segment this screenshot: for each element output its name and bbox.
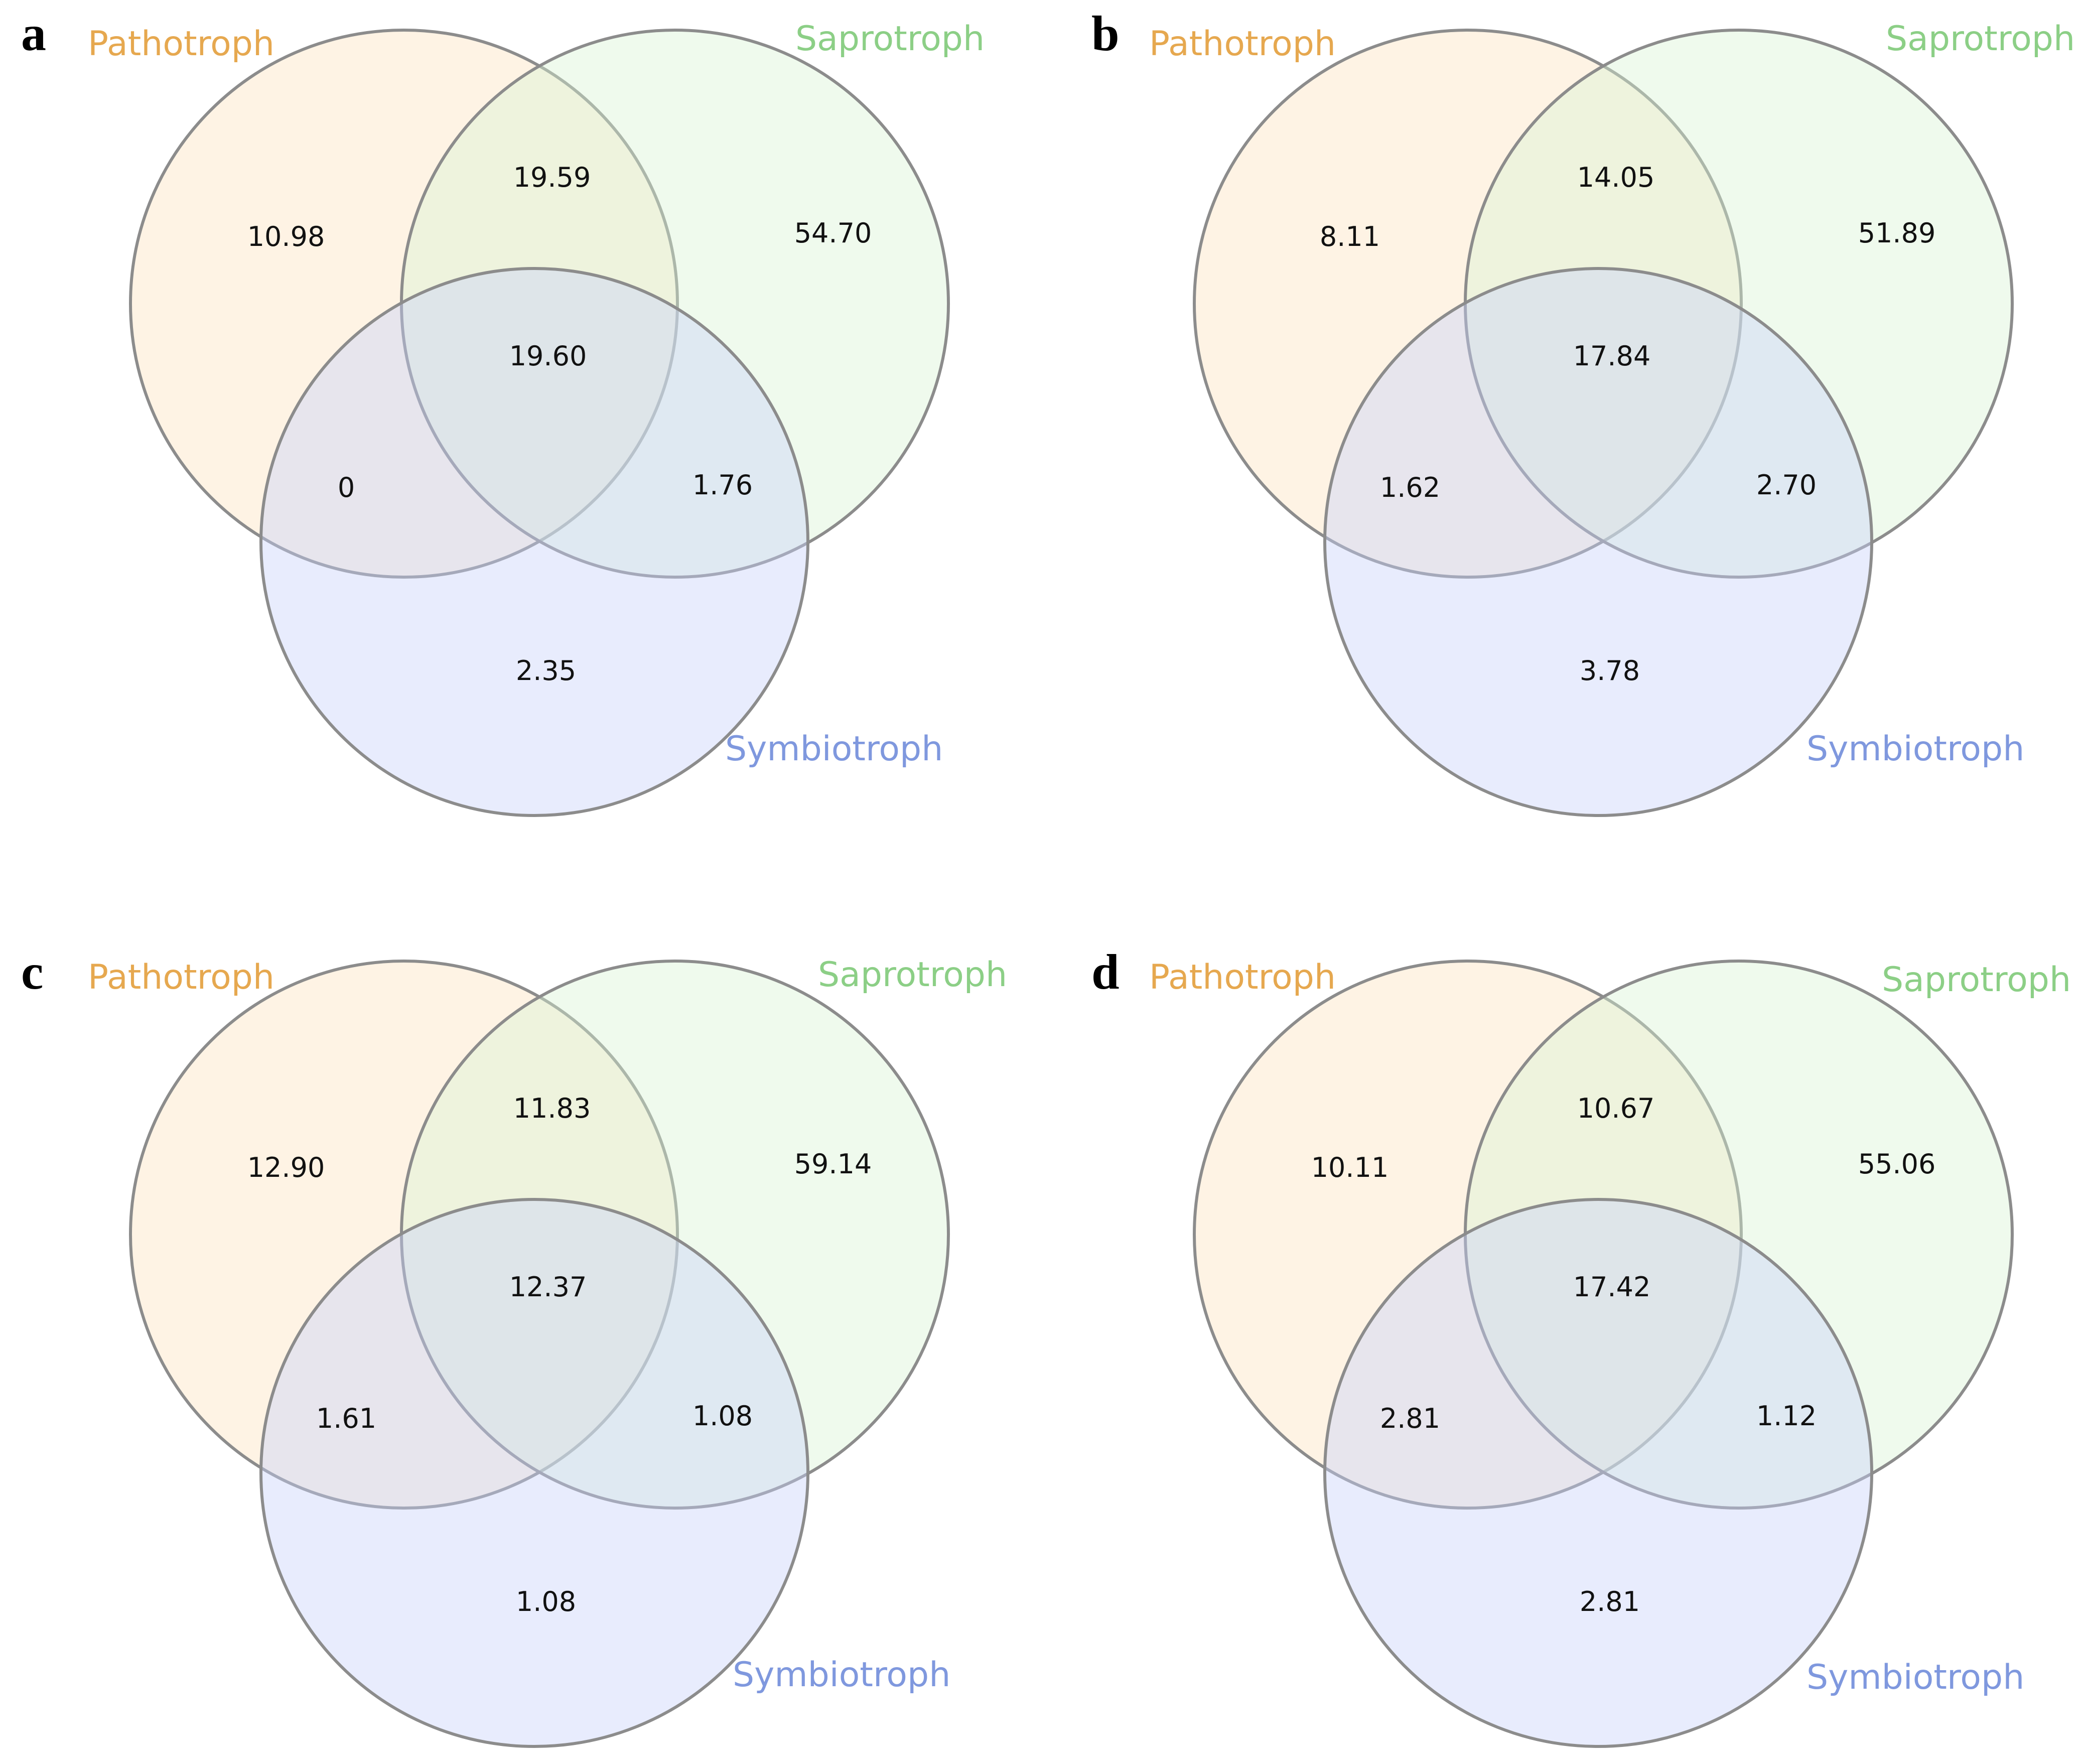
label-symbiotroph: Symbiotroph [725, 729, 943, 769]
circle-pathotroph [129, 960, 679, 1510]
value-saprotroph-only: 51.89 [1858, 217, 1936, 249]
value-saprotroph-symbiotroph: 1.76 [692, 469, 753, 501]
circle-pathotroph [1193, 29, 1743, 579]
value-saprotroph-only: 55.06 [1858, 1148, 1936, 1180]
label-saprotroph: Saprotroph [1886, 19, 2075, 59]
circle-symbiotroph [259, 267, 809, 817]
circle-symbiotroph [259, 1198, 809, 1748]
circle-symbiotroph [1323, 267, 1873, 817]
value-pathotroph-only: 10.11 [1311, 1152, 1389, 1183]
value-saprotroph-symbiotroph: 1.12 [1756, 1400, 1817, 1432]
label-saprotroph: Saprotroph [818, 955, 1007, 995]
value-pathotroph-symbiotroph: 0 [338, 472, 355, 503]
value-all-three: 17.42 [1573, 1271, 1651, 1303]
value-saprotroph-only: 54.70 [794, 217, 872, 249]
value-pathotroph-symbiotroph: 1.62 [1380, 472, 1440, 503]
value-all-three: 17.84 [1573, 340, 1651, 372]
value-pathotroph-saprotroph: 10.67 [1577, 1093, 1655, 1124]
circle-symbiotroph [1323, 1198, 1873, 1748]
value-pathotroph-symbiotroph: 1.61 [316, 1403, 376, 1434]
value-all-three: 12.37 [509, 1271, 587, 1303]
value-all-three: 19.60 [509, 340, 587, 372]
label-saprotroph: Saprotroph [795, 19, 985, 59]
panel-letter: d [1091, 944, 1120, 1000]
value-symbiotroph-only: 1.08 [516, 1586, 576, 1617]
label-pathotroph: Pathotroph [1149, 24, 1336, 64]
value-pathotroph-only: 12.90 [247, 1152, 325, 1183]
value-pathotroph-only: 10.98 [247, 221, 325, 252]
label-symbiotroph: Symbiotroph [733, 1655, 950, 1695]
value-pathotroph-saprotroph: 11.83 [513, 1093, 591, 1124]
label-pathotroph: Pathotroph [88, 958, 274, 997]
value-saprotroph-only: 59.14 [794, 1148, 872, 1180]
panel-letter: b [1091, 6, 1120, 61]
value-symbiotroph-only: 3.78 [1580, 655, 1640, 687]
value-symbiotroph-only: 2.81 [1580, 1586, 1640, 1617]
label-symbiotroph: Symbiotroph [1806, 1658, 2024, 1697]
value-symbiotroph-only: 2.35 [516, 655, 576, 687]
circle-pathotroph [1193, 960, 1743, 1510]
circle-pathotroph [129, 29, 679, 579]
label-pathotroph: Pathotroph [1149, 958, 1336, 997]
panel-letter: c [21, 944, 43, 1000]
label-symbiotroph: Symbiotroph [1806, 729, 2024, 769]
value-pathotroph-only: 8.11 [1320, 221, 1380, 252]
value-pathotroph-saprotroph: 14.05 [1577, 162, 1655, 193]
label-saprotroph: Saprotroph [1882, 960, 2071, 1000]
panel-letter: a [21, 6, 46, 61]
value-pathotroph-symbiotroph: 2.81 [1380, 1403, 1440, 1434]
value-pathotroph-saprotroph: 19.59 [513, 162, 591, 193]
label-pathotroph: Pathotroph [88, 24, 274, 64]
value-saprotroph-symbiotroph: 1.08 [692, 1400, 753, 1432]
value-saprotroph-symbiotroph: 2.70 [1756, 469, 1817, 501]
